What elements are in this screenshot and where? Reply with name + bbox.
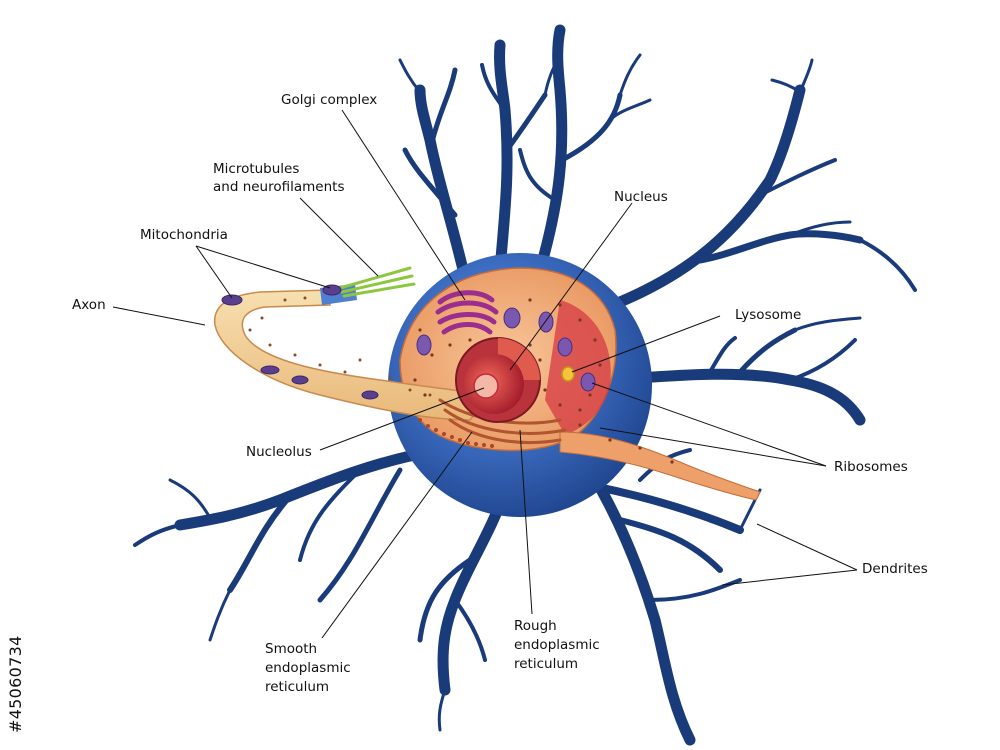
- label-ribosomes: Ribosomes: [834, 459, 908, 475]
- leader-ribosomes-1: [591, 382, 827, 467]
- label-microtubules: Microtubules: [213, 161, 300, 177]
- golgi-complex: [435, 290, 499, 335]
- dendrite-cutaway: [559, 431, 761, 501]
- dendrites: [133, 24, 917, 746]
- label-smooth-er-2: endoplasmic: [265, 660, 351, 676]
- leader-rough-er: [519, 429, 533, 615]
- ribosomes: [413, 298, 674, 464]
- label-nucleolus: Nucleolus: [246, 444, 312, 460]
- leader-nucleolus: [319, 387, 485, 451]
- label-smooth-er-3: reticulum: [265, 679, 330, 695]
- leader-lines: [112, 109, 858, 639]
- label-rough-er-3: reticulum: [514, 656, 579, 672]
- label-lysosome: Lysosome: [735, 307, 802, 323]
- leader-axon: [112, 306, 206, 326]
- label-golgi-complex: Golgi complex: [281, 92, 378, 108]
- label-rough-er-1: Rough: [514, 618, 557, 634]
- leader-dendrites-2: [721, 569, 858, 586]
- label-nucleus: Nucleus: [614, 189, 668, 205]
- axon-vesicles: [248, 296, 432, 397]
- label-dendrites: Dendrites: [862, 561, 928, 577]
- soma-mitochondria: [416, 307, 596, 392]
- lysosome: [561, 366, 575, 382]
- leader-nucleus: [509, 202, 633, 371]
- leader-lysosome: [571, 315, 721, 373]
- stock-id-text: #45060734: [6, 635, 25, 733]
- leader-dendrites-1: [756, 523, 858, 571]
- leader-ribosomes-2: [599, 427, 827, 467]
- stock-id-watermark: #45060734: [4, 520, 28, 735]
- microtubules-bundle: [338, 266, 416, 298]
- leader-golgi: [341, 109, 466, 301]
- label-smooth-er-1: Smooth: [265, 641, 318, 657]
- label-axon: Axon: [72, 297, 106, 313]
- label-neurofilaments: and neurofilaments: [213, 179, 345, 195]
- smooth-er: [418, 418, 494, 448]
- label-mitochondria: Mitochondria: [140, 227, 228, 243]
- leader-smooth-er: [321, 431, 473, 639]
- label-rough-er-2: endoplasmic: [514, 637, 600, 653]
- leader-mitochondria-2: [195, 245, 331, 289]
- leader-mitochondria-1: [195, 245, 233, 299]
- leader-microtubules: [299, 197, 379, 277]
- nucleolus: [473, 373, 499, 399]
- cytoplasm-red-region: [545, 300, 611, 435]
